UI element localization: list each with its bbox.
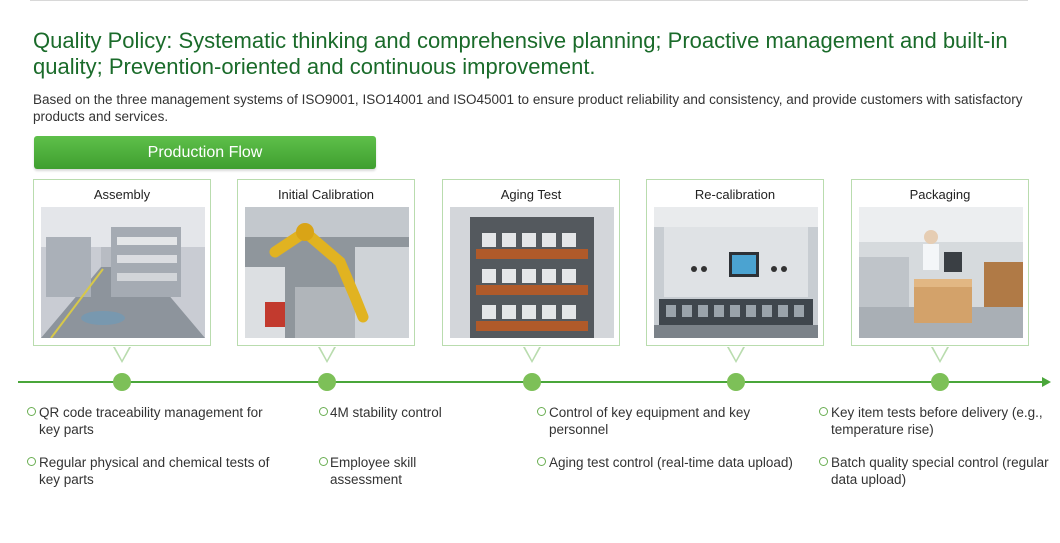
stage-title: Aging Test: [500, 187, 562, 202]
stage-title: Packaging: [909, 187, 971, 202]
stage-pointer: [523, 347, 541, 363]
stage-card-packaging: Packaging: [851, 179, 1029, 346]
bullet-text: Regular physical and chemical tests of k…: [39, 455, 270, 487]
top-divider: [30, 0, 1028, 1]
timeline-node: [318, 373, 336, 391]
bullet-circle-icon: [319, 407, 328, 416]
timeline-arrow-icon: [1042, 377, 1051, 387]
bullet-circle-icon: [537, 407, 546, 416]
bullet-item: Regular physical and chemical tests of k…: [27, 454, 284, 488]
page-subtitle: Based on the three management systems of…: [33, 92, 1023, 124]
bullet-text: QR code traceability management for key …: [39, 405, 263, 437]
bullet-text: Employee skill assessment: [330, 455, 417, 487]
bullet-circle-icon: [819, 457, 828, 466]
bullet-circle-icon: [819, 407, 828, 416]
bullet-circle-icon: [319, 457, 328, 466]
bullet-item: Batch quality special control (regular d…: [819, 454, 1060, 488]
timeline-node: [523, 373, 541, 391]
stage-card-initial-calibration: Initial Calibration: [237, 179, 415, 346]
stage-pointer: [318, 347, 336, 363]
timeline-node: [727, 373, 745, 391]
bullet-item: Key item tests before delivery (e.g., te…: [819, 404, 1060, 438]
stage-title: Assembly: [93, 187, 151, 202]
bullet-circle-icon: [27, 457, 36, 466]
aging-test-photo: [450, 207, 614, 338]
production-flow-banner: Production Flow: [34, 136, 376, 169]
assembly-photo: [41, 207, 205, 338]
stage-title: Re-calibration: [694, 187, 776, 202]
bullet-text: Control of key equipment and key personn…: [549, 405, 751, 437]
bullet-text: 4M stability control: [330, 405, 442, 420]
bullet-item: Employee skill assessment: [319, 454, 450, 488]
bullet-item: 4M stability control: [319, 404, 500, 421]
bullet-item: Control of key equipment and key personn…: [537, 404, 799, 438]
stage-card-re-calibration: Re-calibration: [646, 179, 824, 346]
production-flow-label: Production Flow: [147, 143, 263, 161]
timeline-node: [931, 373, 949, 391]
page-title: Quality Policy: Systematic thinking and …: [33, 28, 1008, 79]
bullet-circle-icon: [537, 457, 546, 466]
stage-card-aging-test: Aging Test: [442, 179, 620, 346]
re-calibration-photo: [654, 207, 818, 338]
stage-card-assembly: Assembly: [33, 179, 211, 346]
bullet-text: Aging test control (real-time data uploa…: [549, 455, 793, 470]
bullet-text: Batch quality special control (regular d…: [831, 455, 1049, 487]
bullet-item: QR code traceability management for key …: [27, 404, 284, 438]
initial-calibration-photo: [245, 207, 409, 338]
stage-pointer: [727, 347, 745, 363]
stage-title: Initial Calibration: [277, 187, 375, 202]
bullet-circle-icon: [27, 407, 36, 416]
stage-pointer: [113, 347, 131, 363]
stage-pointer: [931, 347, 949, 363]
bullet-text: Key item tests before delivery (e.g., te…: [831, 405, 1043, 437]
packaging-photo: [859, 207, 1023, 338]
timeline-node: [113, 373, 131, 391]
bullet-item: Aging test control (real-time data uploa…: [537, 454, 799, 471]
